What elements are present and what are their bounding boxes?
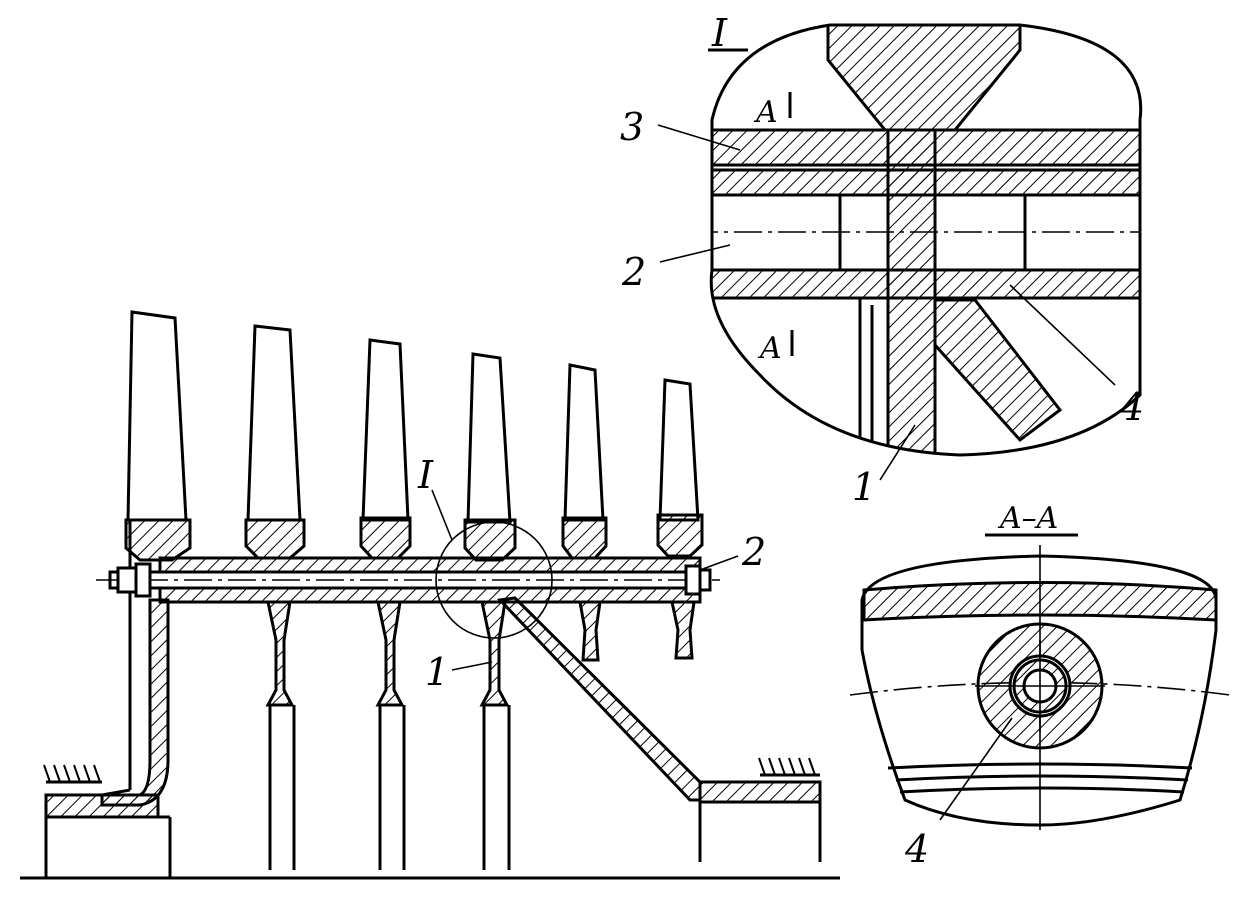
callout-4-detail: 4: [1119, 385, 1144, 429]
callout-4-section: 4: [904, 827, 929, 871]
section-mark-top: A: [753, 95, 778, 130]
detail-outline: [709, 23, 1143, 457]
blades: [126, 310, 700, 524]
callout-2-main: 2: [741, 530, 766, 574]
detail-view-I: I A A 3 2: [620, 11, 1144, 509]
section-title: A–A: [997, 501, 1058, 536]
blade-roots: [124, 513, 704, 562]
callout-1-main: 1: [425, 650, 449, 694]
section-view-AA: A–A 4: [849, 501, 1231, 871]
detail-mark: I: [417, 453, 434, 497]
callout-1-detail: 1: [852, 465, 876, 509]
detail-title: I: [711, 11, 728, 55]
callout-3-detail: 3: [620, 105, 644, 149]
right-support: [698, 757, 822, 862]
disk-webs: [265, 600, 696, 707]
callout-2-detail: 2: [621, 250, 646, 294]
section-mark-bottom: A: [757, 331, 782, 366]
rotor-main-view: I 2 1: [20, 310, 840, 880]
detail-circle: [435, 521, 553, 639]
